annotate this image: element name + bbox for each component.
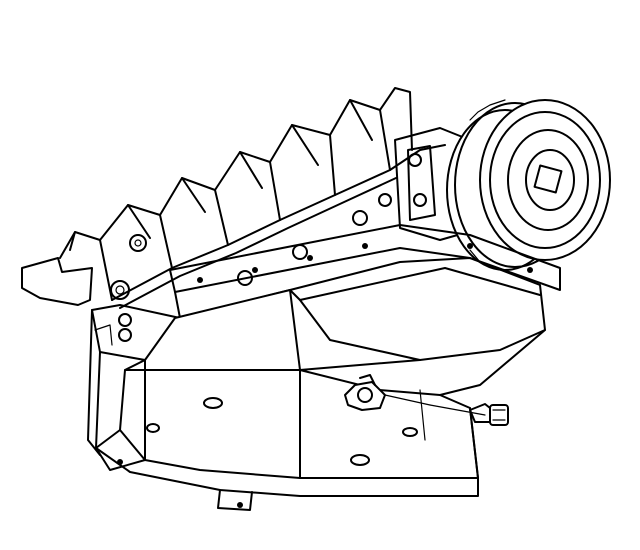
oil-pan <box>87 224 561 511</box>
engine-block <box>21 87 476 309</box>
sensor-bolt <box>429 403 509 426</box>
oil-level-sensor <box>344 374 431 441</box>
crankshaft-pulley <box>446 99 611 271</box>
